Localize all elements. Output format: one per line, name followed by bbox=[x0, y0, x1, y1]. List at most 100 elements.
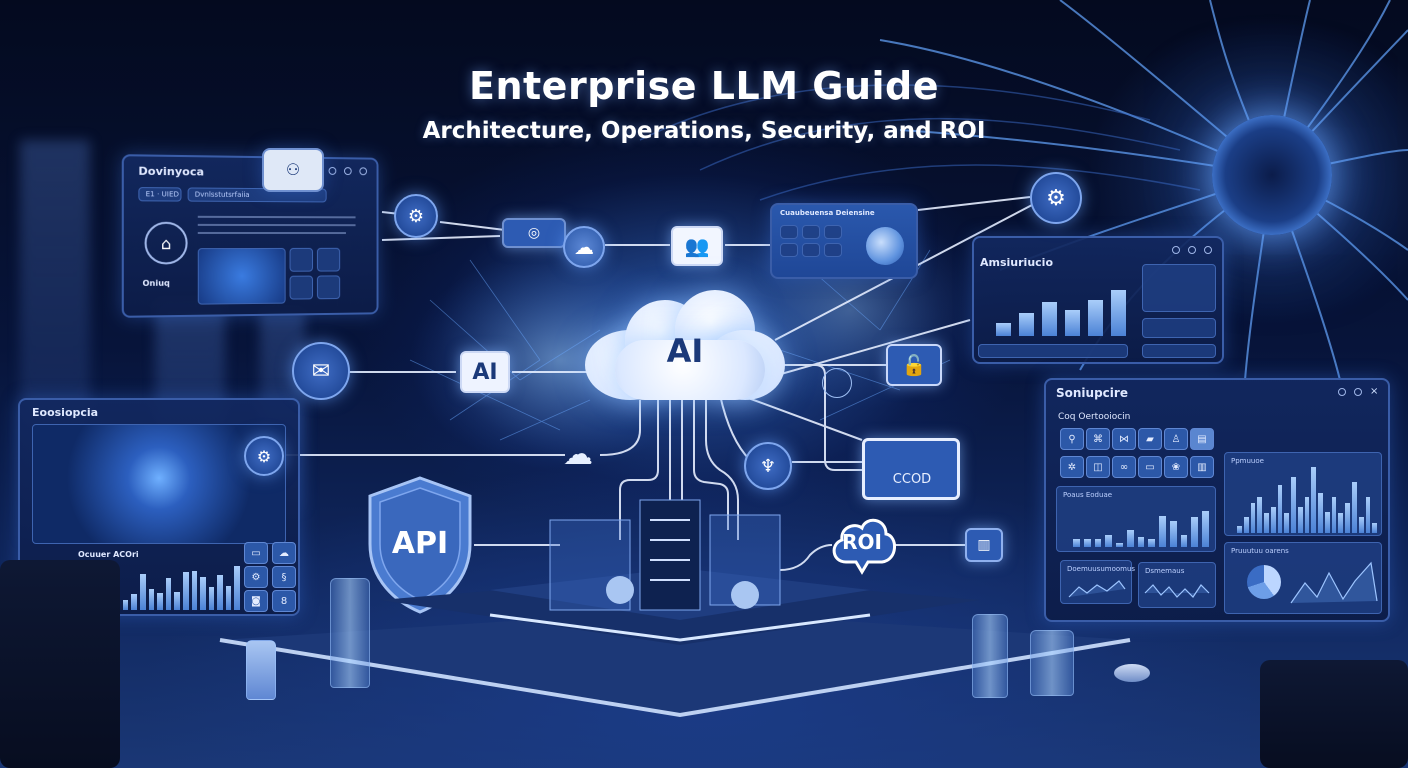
home-icon: ⌂ bbox=[144, 221, 188, 265]
footer-card bbox=[978, 344, 1128, 358]
footer-button[interactable] bbox=[1142, 344, 1216, 358]
open-lock-icon[interactable]: 🔓 bbox=[886, 344, 942, 386]
mini-card bbox=[289, 275, 314, 300]
bar-chart bbox=[1073, 503, 1209, 547]
ai-cloud-label: AI bbox=[666, 332, 704, 370]
window-controls[interactable] bbox=[1172, 246, 1212, 254]
water-bottle bbox=[330, 578, 370, 688]
chair bbox=[1260, 660, 1408, 768]
link-icon[interactable]: ♆ bbox=[744, 442, 792, 490]
text-line bbox=[197, 215, 356, 219]
panel-title: Dovinyoca bbox=[138, 164, 204, 179]
section-title: Coq Oertooiocin bbox=[1058, 412, 1131, 422]
panel-title: Soniupcire bbox=[1056, 386, 1128, 400]
tile-button[interactable]: ∞ bbox=[1112, 456, 1136, 478]
ccod-node[interactable] bbox=[862, 438, 960, 500]
mini-card bbox=[316, 275, 341, 300]
popup-card: ⚇ bbox=[262, 148, 324, 192]
device-icon: ⚇ bbox=[285, 160, 301, 179]
barcode-card-icon[interactable]: ▥ bbox=[965, 528, 1003, 562]
robot-gear-icon[interactable]: ⚙ bbox=[394, 194, 438, 238]
network-map bbox=[197, 247, 286, 305]
ccod-label: CCOD bbox=[892, 472, 932, 487]
panel-title: Cuaubeuensa Deiensine bbox=[780, 209, 875, 217]
roi-cloud-icon bbox=[832, 518, 896, 575]
tile-button[interactable]: ▤ bbox=[1190, 428, 1214, 450]
action-row bbox=[1142, 318, 1216, 338]
mail-icon[interactable]: ✉ bbox=[292, 342, 350, 400]
tile-button[interactable]: ▭ bbox=[1138, 456, 1162, 478]
mini-card bbox=[802, 243, 820, 257]
tile-button[interactable]: ◙ bbox=[244, 590, 268, 612]
text-line bbox=[197, 231, 346, 235]
mini-card bbox=[780, 243, 798, 257]
line-chart bbox=[1144, 584, 1210, 598]
mini-card bbox=[824, 243, 842, 257]
pie-chart bbox=[1247, 565, 1281, 599]
mini-card bbox=[802, 225, 820, 239]
hero-header: Enterprise LLM Guide Architecture, Opera… bbox=[0, 64, 1408, 144]
camera-icon[interactable]: ◎ bbox=[502, 218, 566, 248]
water-bottle bbox=[1030, 630, 1074, 696]
mini-card bbox=[824, 225, 842, 239]
line-chart-card: Doemuusumoomus bbox=[1060, 560, 1135, 604]
dashboard-panel-top-center: Cuaubeuensa Deiensine bbox=[770, 203, 918, 279]
tile-button[interactable]: ✲ bbox=[1060, 456, 1084, 478]
bar-chart bbox=[996, 278, 1126, 336]
area-chart bbox=[1290, 561, 1378, 604]
ai-node[interactable]: AI bbox=[460, 351, 510, 393]
api-label: API bbox=[391, 526, 449, 561]
tile-button[interactable]: ◫ bbox=[1086, 456, 1110, 478]
globe-icon bbox=[866, 227, 904, 265]
hero-subtitle: Architecture, Operations, Security, and … bbox=[422, 118, 986, 144]
ring-connector bbox=[822, 368, 852, 398]
roi-label: ROI bbox=[842, 530, 882, 554]
mouse bbox=[1114, 664, 1150, 682]
tile-button[interactable]: ▥ bbox=[1190, 456, 1214, 478]
server-platform bbox=[219, 499, 1131, 718]
ai-cloud: AI bbox=[585, 290, 785, 400]
tile-button[interactable]: ⌘ bbox=[1086, 428, 1110, 450]
users-icon[interactable]: 👥 bbox=[671, 226, 723, 266]
battery-stack bbox=[246, 640, 276, 700]
tab-chip[interactable]: E1 · UIED bbox=[138, 187, 182, 202]
gear-small-icon[interactable]: ⚙ bbox=[244, 436, 284, 476]
tile-button[interactable]: ❀ bbox=[1164, 456, 1188, 478]
chart-card: Poaus Eoduae bbox=[1056, 486, 1216, 552]
cloud-icon[interactable]: ☁ bbox=[563, 226, 605, 268]
dashboard-panel-right: Soniupcire × Coq Oertooiocin ⚲ ⌘ ⋈ ▰ ♙ ▤… bbox=[1044, 378, 1390, 622]
api-shield-icon bbox=[368, 476, 472, 614]
chart-title: Ocuuer ACOri bbox=[78, 550, 139, 559]
tile-button[interactable]: ☁ bbox=[272, 542, 296, 564]
chart-card: Ppmuuoe bbox=[1224, 452, 1382, 536]
tile-button[interactable]: ⚙ bbox=[244, 566, 268, 588]
bar-chart bbox=[1237, 467, 1378, 533]
panel-title: Eoosiopcia bbox=[32, 406, 99, 419]
network-visual bbox=[32, 424, 286, 544]
tile-button[interactable]: ▰ bbox=[1138, 428, 1162, 450]
line-chart bbox=[1068, 580, 1126, 598]
mini-card bbox=[780, 225, 798, 239]
hero-title: Enterprise LLM Guide bbox=[469, 64, 939, 108]
tile-button[interactable]: ▭ bbox=[244, 542, 268, 564]
window-controls[interactable]: × bbox=[1338, 387, 1378, 397]
dashboard-panel-top-right: Amsiuriucio bbox=[972, 236, 1224, 364]
window-controls[interactable] bbox=[328, 166, 368, 176]
dashboard-panel-top-left: Dovinyoca E1 · UIED Dvnlsstutsrfaiia ⌂ O… bbox=[121, 154, 379, 318]
chair bbox=[0, 560, 120, 768]
status-label: Oniuq bbox=[142, 278, 170, 288]
neuron-graphic bbox=[1212, 115, 1332, 235]
tile-button[interactable]: ⋈ bbox=[1112, 428, 1136, 450]
text-line bbox=[197, 223, 356, 227]
line-chart-card: Dsmemaus bbox=[1138, 562, 1216, 608]
tile-button[interactable]: ⚲ bbox=[1060, 428, 1084, 450]
mini-card bbox=[289, 247, 314, 272]
tile-button[interactable]: ♙ bbox=[1164, 428, 1188, 450]
tile-button[interactable]: 8 bbox=[272, 590, 296, 612]
water-bottle bbox=[972, 614, 1008, 698]
gear-icon[interactable]: ⚙ bbox=[1030, 172, 1082, 224]
chart-card: Pruuutuu oarens bbox=[1224, 542, 1382, 614]
tile-button[interactable]: § bbox=[272, 566, 296, 588]
cloud-small-icon: ☁ bbox=[563, 437, 593, 472]
